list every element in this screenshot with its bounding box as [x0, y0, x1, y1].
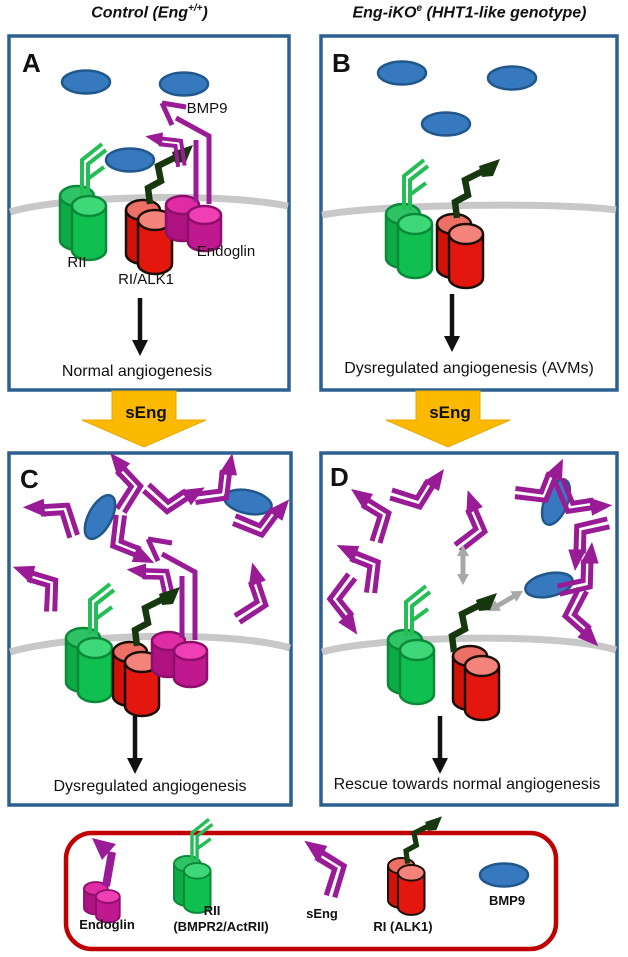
endoglin-ectodomain-icon — [102, 851, 116, 887]
panel-b-border — [319, 34, 619, 392]
legend-item-seng: sEng — [304, 841, 344, 921]
column-title-eng-iko: Eng-iKOe (HHT1-like genotype) — [321, 3, 618, 22]
legend-rii-label: RII — [204, 903, 221, 918]
bmp9-molecule-icon — [486, 65, 538, 91]
cell-membrane — [8, 193, 289, 216]
legend-rii-sublabel: (BMPR2/ActRII) — [173, 919, 268, 934]
ri-alk1-label: RI/ALK1 — [118, 271, 174, 288]
endoglin-arrowhead-icon — [92, 838, 116, 860]
column-title-control: Control (Eng+/+) — [9, 3, 290, 22]
endoglin-receptor-icon — [174, 642, 207, 687]
cell-membrane — [8, 632, 292, 656]
panel-b-letter: B — [332, 48, 351, 78]
title-superscript: +/+ — [188, 3, 203, 14]
legend-item-rii: RII (BMPR2/ActRII) — [173, 817, 269, 934]
rii-receptor-icon — [78, 638, 112, 702]
panel-b: B Dysregulated angiogenesis (AVMs) — [319, 34, 619, 392]
cell-membrane — [321, 201, 617, 219]
title-text: Eng-iKO — [352, 4, 417, 22]
legend-ri-label: RI (ALK1) — [373, 919, 432, 934]
ri-alk1-receptor-icon — [398, 865, 425, 915]
legend-item-bmp9: BMP9 — [478, 862, 530, 908]
panel-d-letter: D — [330, 462, 349, 492]
title-text: ) — [202, 4, 208, 22]
panel-c-letter: C — [20, 464, 39, 494]
panel-c-caption: Dysregulated angiogenesis — [53, 778, 246, 795]
rii-receptor-icon — [72, 196, 106, 260]
panel-d-caption: Rescue towards normal angiogenesis — [334, 776, 601, 793]
panel-a: A BMP9 RII RI/ALK1 Endoglin Normal angio… — [7, 34, 291, 392]
title-text: (HHT1-like genotype) — [422, 4, 587, 22]
panel-a-letter: A — [22, 48, 41, 78]
legend-bmp9-label: BMP9 — [489, 893, 525, 908]
panel-a-caption: Normal angiogenesis — [62, 363, 212, 380]
title-text: Control (Eng — [91, 4, 189, 22]
title-superscript: e — [416, 3, 423, 14]
ri-alk1-receptor-icon — [465, 656, 499, 720]
bmp9-molecule-icon — [60, 69, 112, 95]
legend: Endoglin RII (BMPR2/ActRII) sEng RI (ALK… — [63, 816, 559, 952]
bmp9-molecule-icon — [376, 60, 428, 86]
rii-receptor-icon — [398, 214, 432, 278]
seng-transition-label: sEng — [125, 403, 167, 422]
endoglin-label: Endoglin — [197, 243, 255, 260]
rii-label: RII — [67, 254, 86, 271]
rii-receptor-icon — [400, 640, 434, 704]
cell-membrane — [321, 634, 618, 656]
transition-left: sEng — [81, 390, 207, 448]
legend-item-ri: RI (ALK1) — [373, 816, 442, 934]
panel-d: D Rescue towards normal angiogenesis — [321, 451, 622, 807]
transition-right: sEng — [385, 390, 511, 448]
bmp9-molecule-icon — [478, 862, 530, 888]
bmp9-molecule-icon — [420, 111, 472, 137]
legend-item-endoglin: Endoglin — [79, 838, 135, 932]
seng-block-arrow-icon — [385, 390, 511, 448]
legend-seng-label: sEng — [306, 906, 338, 921]
legend-endoglin-label: Endoglin — [79, 917, 135, 932]
seng-transition-label: sEng — [429, 403, 471, 422]
bmp9-label: BMP9 — [187, 100, 228, 117]
bmp9-bound-icon — [104, 147, 156, 173]
ri-alk1-receptor-icon — [449, 224, 483, 288]
bmp9-molecule-icon — [158, 71, 210, 97]
seng-block-arrow-icon — [81, 390, 207, 448]
panel-b-caption: Dysregulated angiogenesis (AVMs) — [344, 360, 594, 377]
panel-c: C Dysregulated angiogenesis — [7, 453, 293, 807]
